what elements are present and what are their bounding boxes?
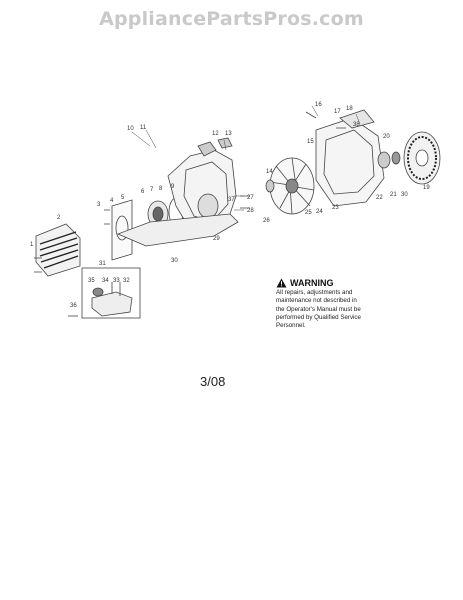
callout-24: 24 [316,209,323,215]
callout-6: 6 [141,189,145,195]
callout-35: 35 [88,278,95,284]
starter-pulley [377,151,401,169]
engine-housing [167,137,237,235]
air-filter-cover [35,223,81,277]
warning-text: All repairs, adjustments and maintenance… [276,289,426,330]
callout-8: 8 [159,186,163,192]
callout-4: 4 [110,198,114,204]
watermark: AppliancePartsPros.com [99,8,364,30]
callout-18: 18 [346,106,353,112]
callout-30b: 30 [401,192,408,198]
blower-housing [315,109,385,207]
starter-cover [403,131,441,185]
callout-33: 33 [113,278,120,284]
warning-notice: WARNING All repairs, adjustments and mai… [276,278,426,330]
callout-38: 38 [353,122,360,128]
callout-27: 27 [247,195,254,201]
callout-30a: 30 [171,258,178,264]
callout-10: 10 [127,126,134,132]
warning-line: maintenance not described in [276,297,357,305]
callout-22: 22 [376,195,383,201]
callout-31: 31 [99,261,106,267]
callout-16: 16 [315,102,322,108]
callout-20: 20 [383,134,390,140]
callout-32: 32 [123,278,130,284]
callout-23: 23 [332,205,339,211]
callout-5: 5 [121,195,125,201]
callout-9: 9 [171,184,175,190]
warning-title: WARNING [290,278,334,288]
callout-15: 15 [307,139,314,145]
callout-2: 2 [57,215,61,221]
washer [265,179,275,193]
leader-lines [131,105,361,211]
callout-17: 17 [334,109,341,115]
callout-19: 19 [423,185,430,191]
callout-29: 29 [213,236,220,242]
warning-heading: WARNING [276,278,426,288]
warning-line: All repairs, adjustments and [276,289,353,296]
fuel-tank-inset [81,267,141,319]
callout-13: 13 [225,131,232,137]
callout-37: 37 [228,197,235,203]
hardware-screws [34,111,346,317]
callout-36: 36 [70,303,77,309]
warning-line: Personnel. [276,322,306,330]
date-code: 3/08 [200,374,226,389]
callout-3: 3 [97,202,101,208]
base-tray [116,213,239,247]
callout-12: 12 [212,131,219,137]
callout-14: 14 [266,169,273,175]
callout-34: 34 [102,278,109,284]
callout-7: 7 [150,187,154,193]
gasket-plate [111,199,133,261]
callout-11: 11 [140,125,147,131]
part-callouts: 1 2 3 4 5 6 7 8 9 10 11 12 13 14 15 16 1… [30,102,430,309]
callout-21: 21 [390,192,397,198]
callout-26: 26 [263,218,270,224]
warning-line: performed by Qualified Service [276,313,361,321]
warning-triangle-icon [276,278,287,288]
callout-25: 25 [305,210,312,216]
callout-28: 28 [247,208,254,214]
impeller [269,157,315,215]
warning-line: the Operator's Manual must be [276,305,361,313]
callout-1: 1 [30,242,34,248]
